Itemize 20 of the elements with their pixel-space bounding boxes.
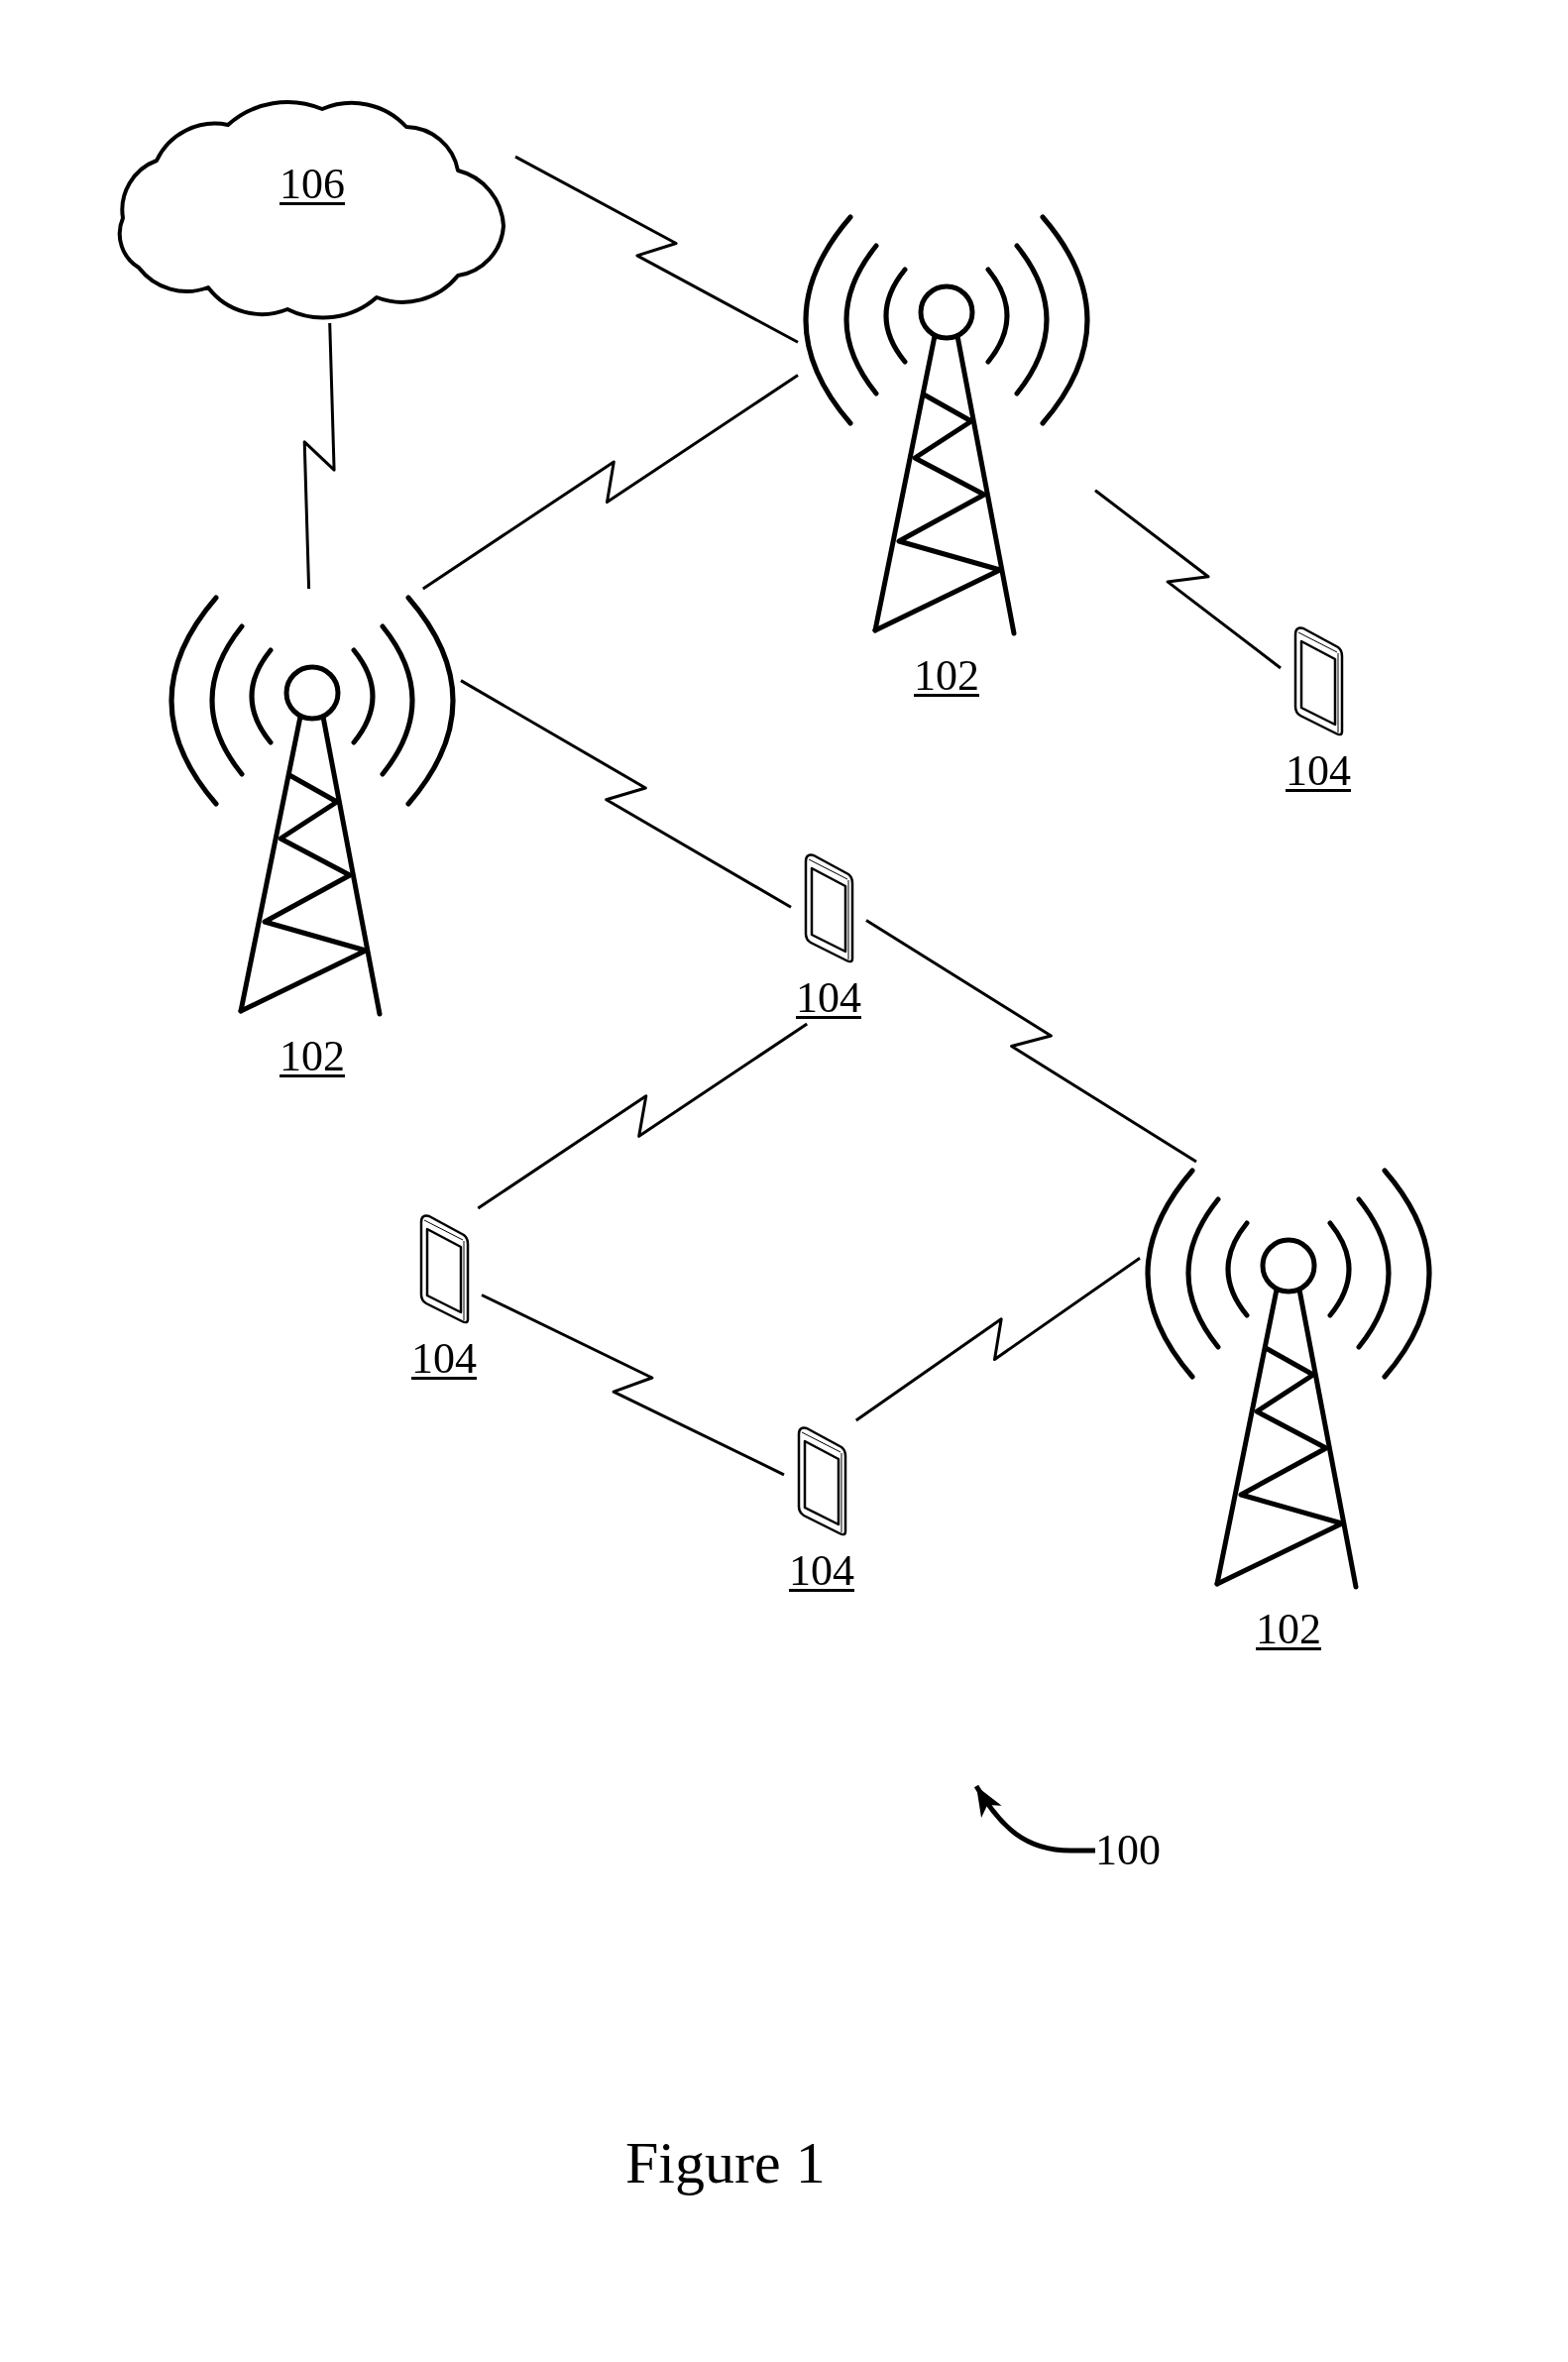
reference-numeral: 104 bbox=[796, 974, 861, 1022]
wireless-link bbox=[865, 919, 1197, 1164]
wireless-link bbox=[854, 1257, 1141, 1422]
reference-numeral: 102 bbox=[914, 652, 979, 700]
wireless-link bbox=[514, 155, 799, 344]
reference-numeral: 100 bbox=[1095, 1827, 1161, 1874]
reference-numeral: 104 bbox=[1286, 747, 1351, 795]
reference-numeral: 104 bbox=[789, 1547, 854, 1595]
reference-numeral: 102 bbox=[280, 1033, 345, 1080]
reference-numeral: 102 bbox=[1256, 1606, 1321, 1653]
leader-arrow bbox=[973, 1784, 1095, 1854]
wireless-link bbox=[1094, 489, 1282, 670]
reference-numeral: 106 bbox=[280, 161, 345, 208]
wireless-link bbox=[481, 1293, 785, 1477]
wireless-link bbox=[477, 1022, 809, 1210]
figure-caption: Figure 1 bbox=[625, 2129, 826, 2196]
wireless-link bbox=[460, 679, 792, 909]
reference-numeral: 104 bbox=[411, 1335, 477, 1383]
wireless-link bbox=[302, 322, 336, 590]
wireless-link bbox=[421, 374, 799, 591]
